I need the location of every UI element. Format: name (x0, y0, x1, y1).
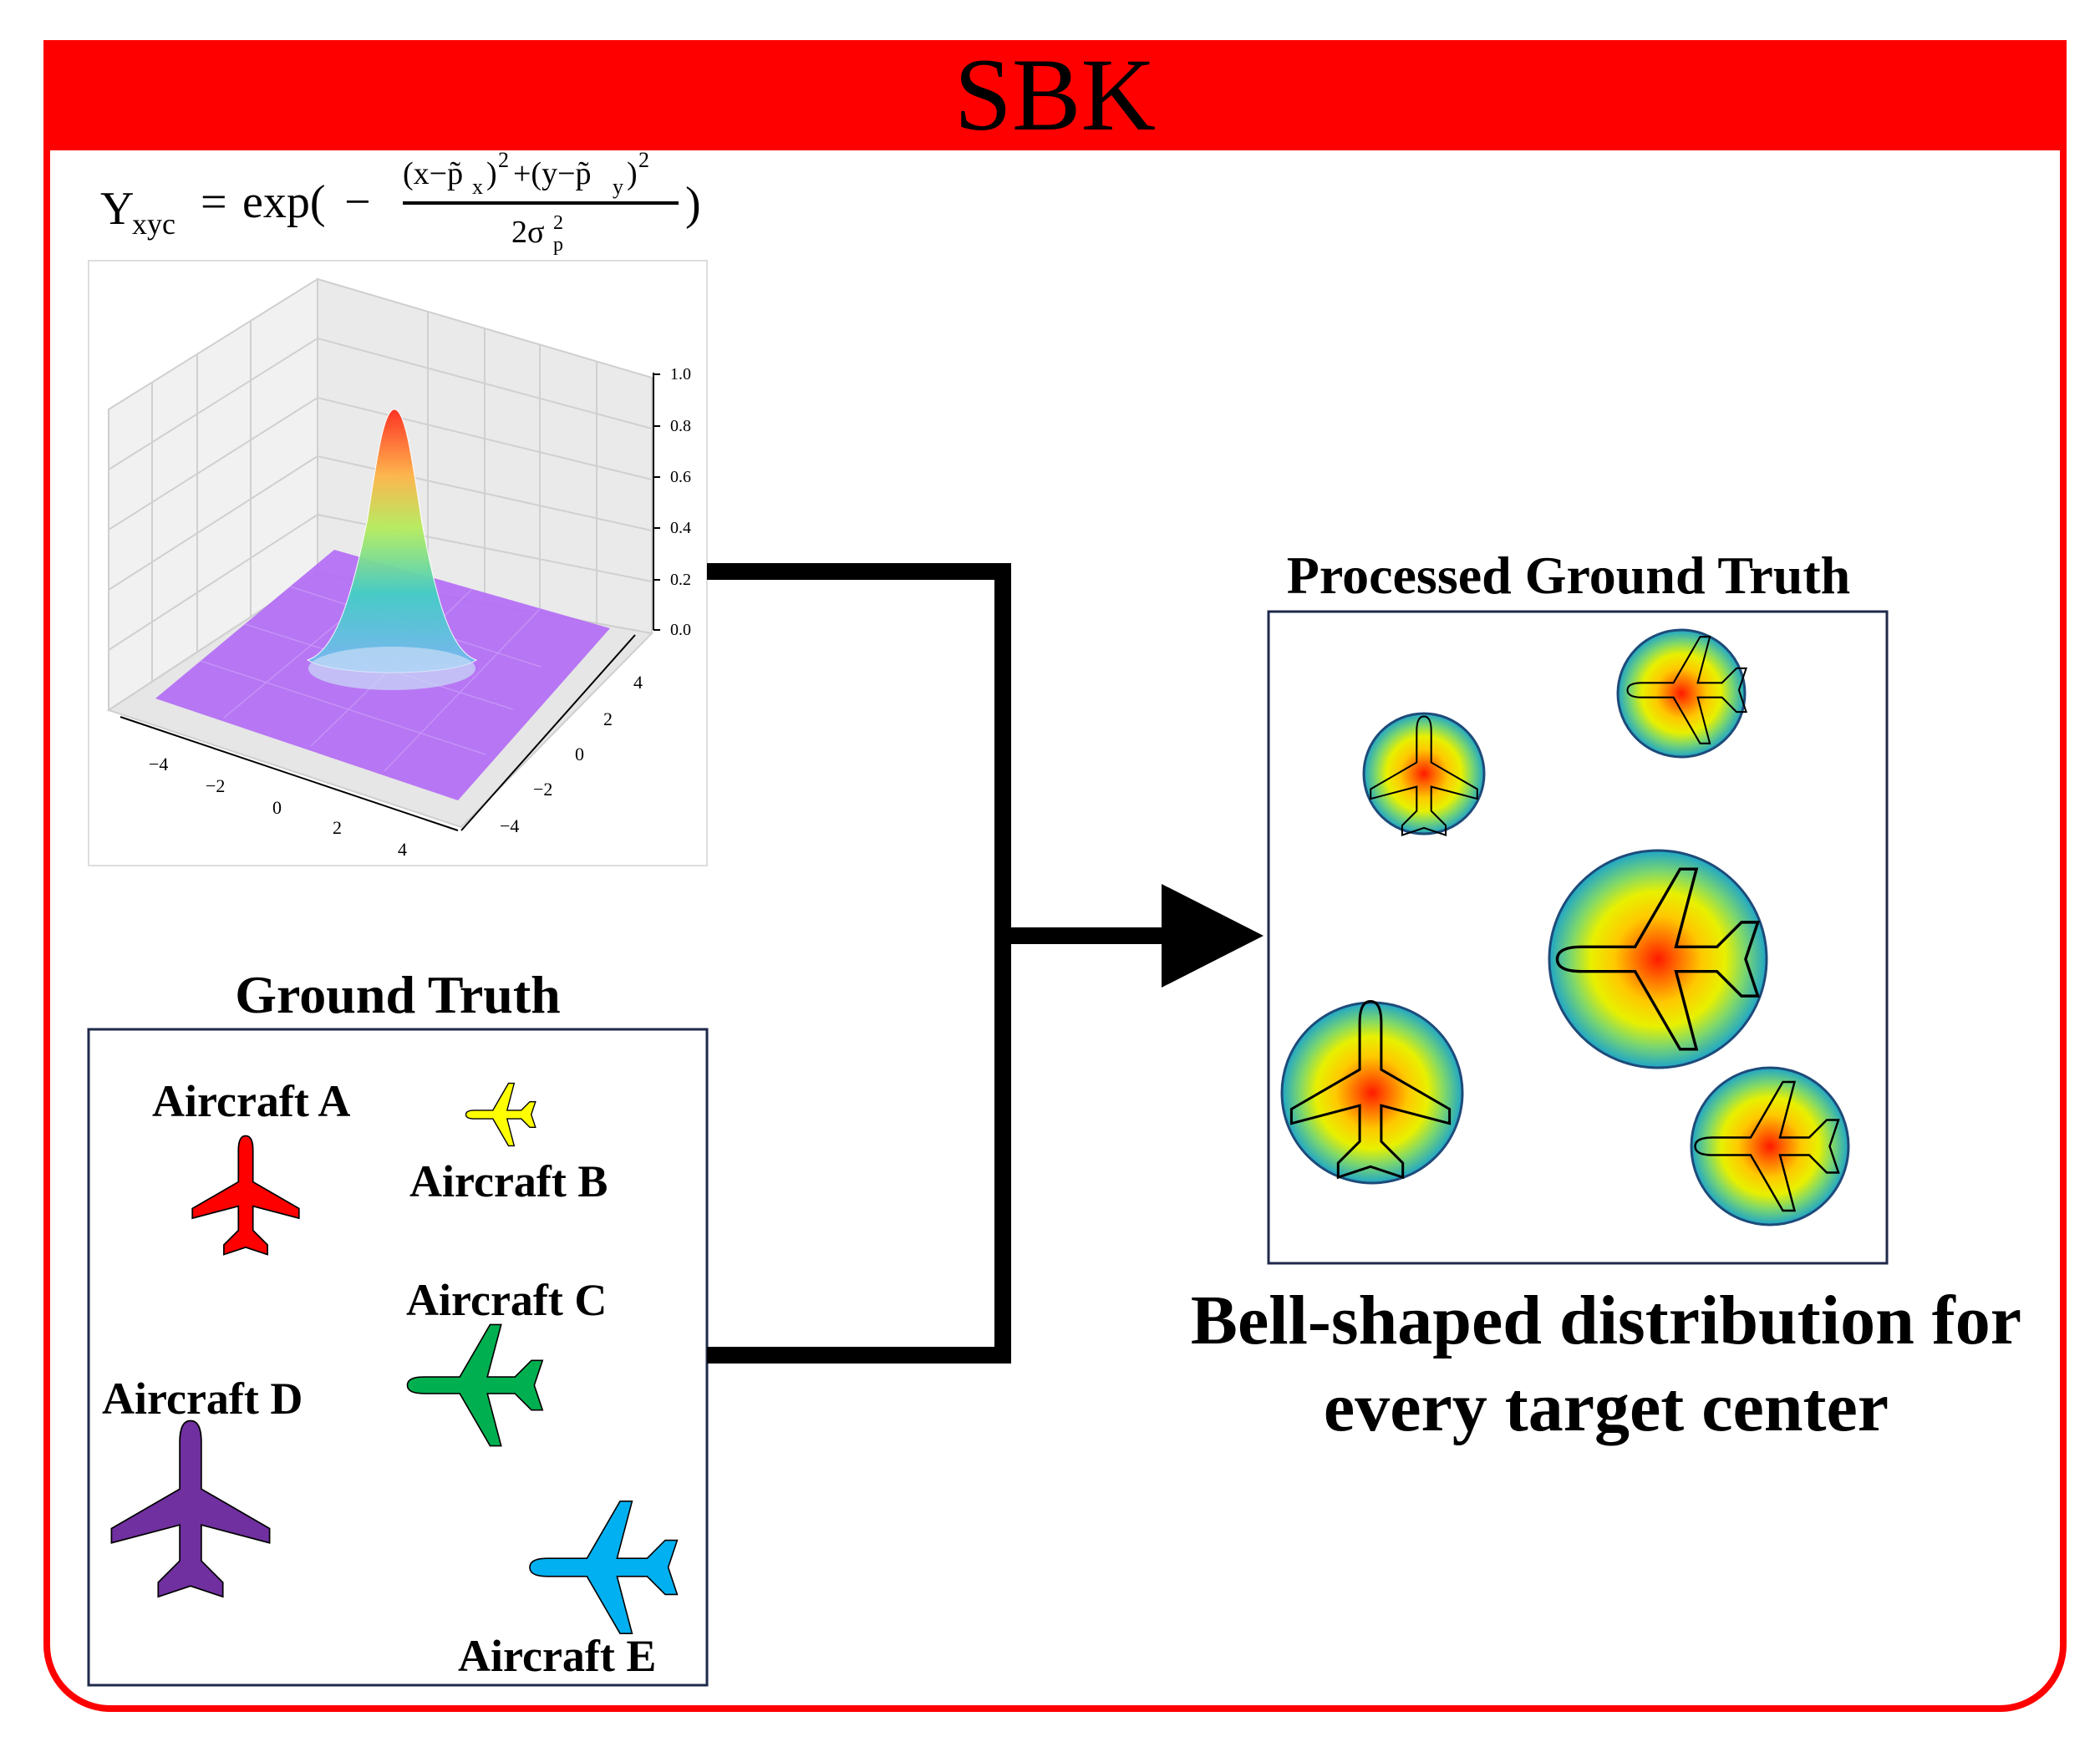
y-axis (460, 634, 636, 831)
svg-text:−2: −2 (206, 775, 225, 796)
svg-text:4: 4 (398, 839, 407, 860)
formula-num-b: ) (486, 156, 497, 191)
heat-blob-a (1362, 712, 1486, 835)
heat-blobs (1280, 628, 1850, 1226)
heat-blob-d (1280, 1001, 1464, 1185)
svg-text:0.8: 0.8 (670, 417, 691, 435)
svg-text:0: 0 (272, 797, 282, 818)
formula-lhs: Y (100, 183, 134, 235)
svg-text:=: = (201, 176, 227, 228)
y-tick-labels: 4 2 0 −2 −4 (500, 672, 643, 836)
arrow-head (1162, 884, 1264, 988)
z-tick-labels: 1.0 0.8 0.6 0.4 0.2 0.0 (670, 365, 691, 639)
formula-sub-x: x (472, 175, 483, 199)
svg-text:0.4: 0.4 (670, 519, 691, 537)
caption-line-2: every target center (1324, 1369, 1889, 1446)
diagram-title: SBK (953, 38, 1157, 152)
svg-text:2: 2 (603, 708, 613, 729)
svg-text:−4: −4 (149, 754, 168, 774)
formula-close: ) (685, 178, 701, 230)
svg-text:2: 2 (333, 817, 342, 838)
svg-text:0.0: 0.0 (670, 621, 691, 639)
caption-line-1: Bell-shaped distribution for (1191, 1282, 2021, 1359)
formula-den-sup: 2 (553, 212, 563, 234)
aircraft-c-label: Aircraft C (406, 1275, 607, 1325)
svg-text:0.6: 0.6 (670, 468, 691, 486)
heat-blob-e (1690, 1066, 1850, 1226)
ground-truth-title: Ground Truth (235, 965, 561, 1024)
plot-gridlines (108, 311, 653, 682)
formula-num-d: ) (627, 156, 638, 191)
aircraft-a-label: Aircraft A (152, 1076, 350, 1126)
formula-num-c: +(y−p̃ (513, 156, 592, 191)
formula-sup-2b: 2 (638, 148, 649, 172)
heat-blob-c (1548, 849, 1768, 1069)
svg-text:0: 0 (575, 744, 584, 764)
aircraft-e-label: Aircraft E (458, 1631, 656, 1681)
svg-text:0.2: 0.2 (670, 571, 691, 589)
gaussian-formula: Y xyc = exp( − (x−p̃ x ) 2 +(y−p̃ y ) 2 … (100, 148, 701, 256)
x-axis (119, 716, 459, 831)
gaussian-3d-plot: 1.0 0.8 0.6 0.4 0.2 0.0 −4 −2 0 2 4 4 2 … (88, 260, 708, 866)
aircraft-b-label: Aircraft B (409, 1156, 608, 1206)
svg-text:−2: −2 (533, 779, 552, 800)
formula-den: 2σ (511, 215, 544, 250)
merge-connector (707, 563, 1162, 1364)
formula-num-a: (x−p̃ (403, 156, 463, 191)
svg-text:4: 4 (633, 672, 643, 693)
x-tick-labels: −4 −2 0 2 4 (149, 754, 407, 860)
formula-minus: − (344, 176, 371, 228)
formula-den-sub: p (553, 234, 563, 256)
aircraft-d-label: Aircraft D (102, 1374, 303, 1424)
heat-blob-b (1616, 628, 1747, 759)
formula-sub-y: y (613, 175, 623, 199)
formula-lhs-subscript: xyc (132, 207, 175, 241)
svg-text:1.0: 1.0 (670, 365, 691, 383)
processed-title: Processed Ground Truth (1287, 546, 1850, 605)
title-bar: SBK (43, 40, 2067, 150)
formula-sup-2a: 2 (498, 148, 509, 172)
formula-exp: exp( (242, 176, 326, 228)
svg-text:−4: −4 (500, 815, 519, 836)
